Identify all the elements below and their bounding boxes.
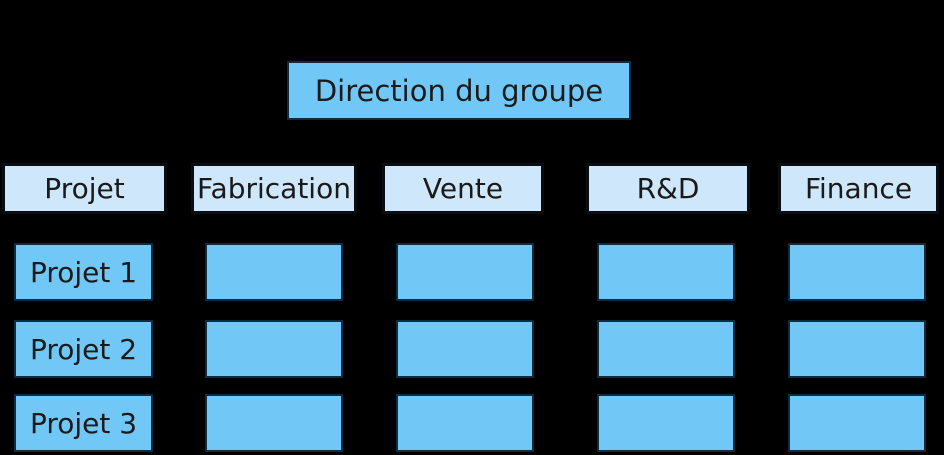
column-header-finance: Finance <box>778 163 939 214</box>
matrix-cell-projet1-fabrication <box>205 243 343 301</box>
matrix-cell-projet2-vente <box>396 320 534 378</box>
column-header-projet: Projet <box>2 163 167 214</box>
matrix-cell-projet2-finance <box>788 320 926 378</box>
column-header-rd: R&D <box>586 163 750 214</box>
matrix-cell-projet3-finance <box>788 394 926 452</box>
matrix-cell-projet1-vente <box>396 243 534 301</box>
row-label-projet-1: Projet 1 <box>14 243 153 301</box>
matrix-cell-projet2-fabrication <box>205 320 343 378</box>
matrix-cell-projet3-fabrication <box>205 394 343 452</box>
matrix-cell-projet3-rd <box>597 394 735 452</box>
matrix-cell-projet1-finance <box>788 243 926 301</box>
direction-box: Direction du groupe <box>287 61 631 120</box>
column-header-fabrication: Fabrication <box>191 163 357 214</box>
row-label-projet-2: Projet 2 <box>14 320 153 378</box>
column-header-vente: Vente <box>382 163 544 214</box>
row-label-projet-3: Projet 3 <box>14 394 153 452</box>
matrix-cell-projet2-rd <box>597 320 735 378</box>
matrix-cell-projet1-rd <box>597 243 735 301</box>
matrix-cell-projet3-vente <box>396 394 534 452</box>
